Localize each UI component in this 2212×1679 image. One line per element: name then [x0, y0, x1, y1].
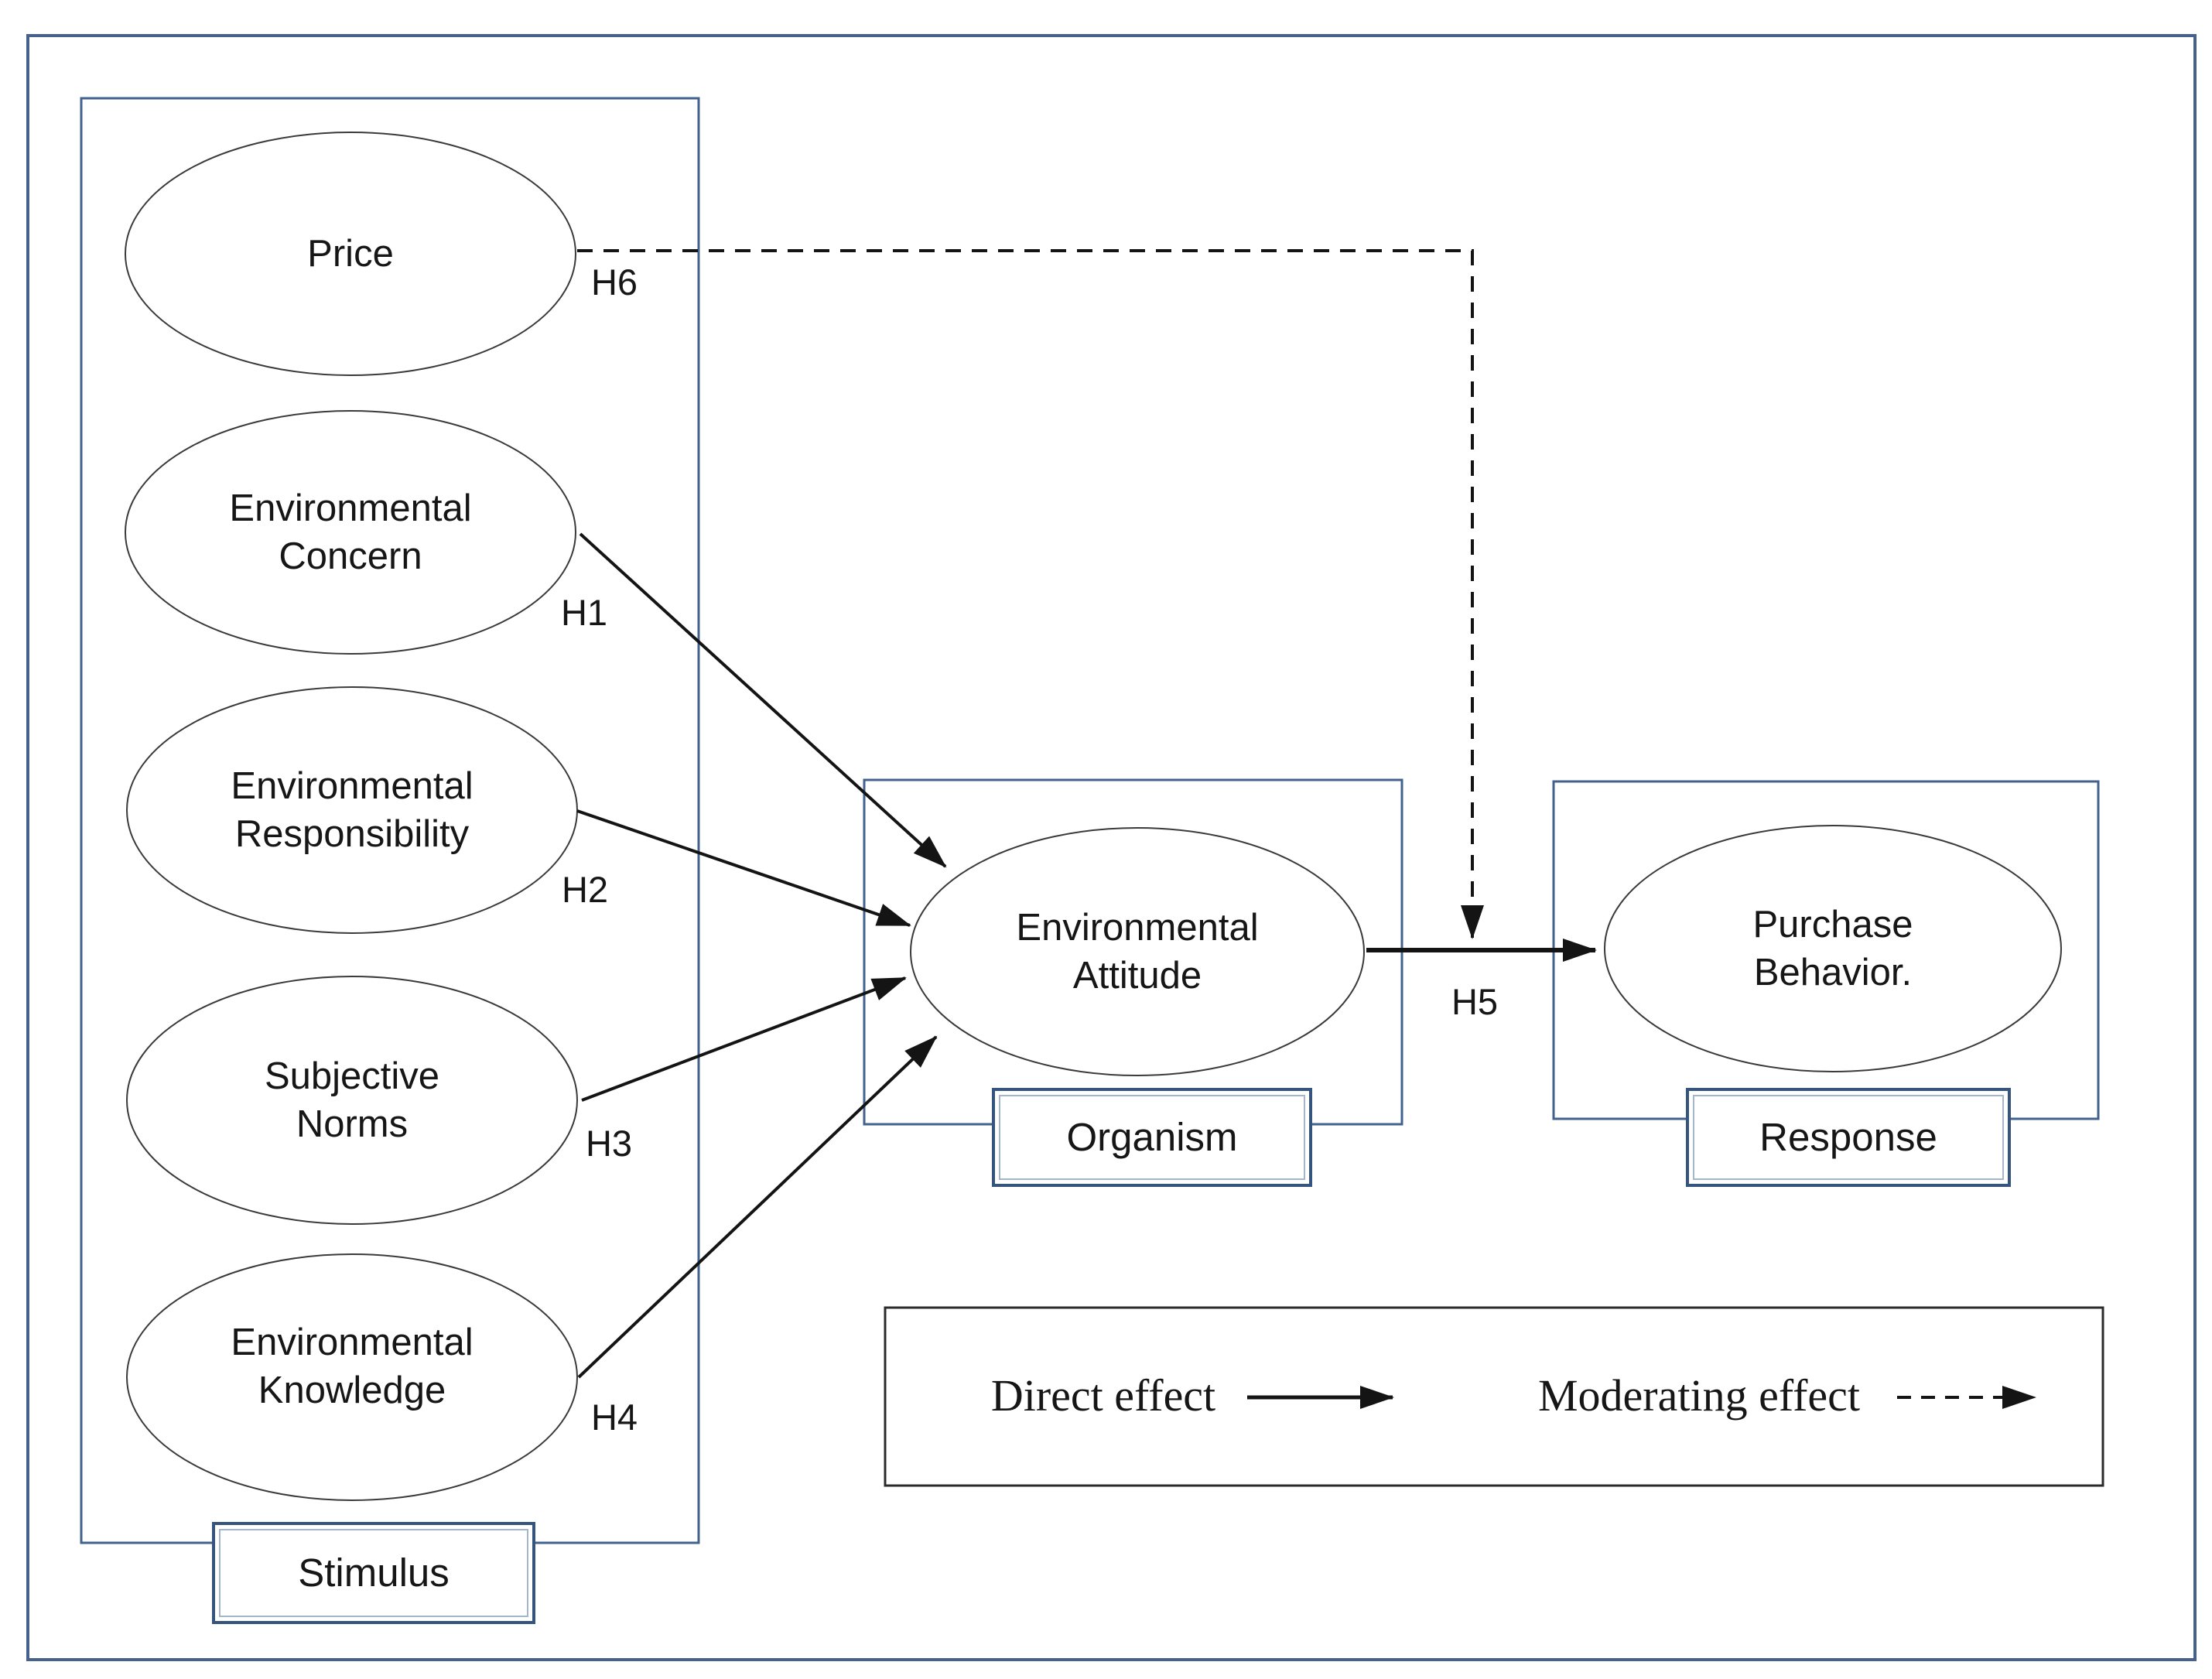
stimulus-label-box	[212, 1522, 535, 1624]
h1-label: H1	[560, 592, 608, 633]
h2-arrow	[576, 809, 911, 927]
organism-group-label: Organism	[1066, 1115, 1238, 1159]
price-ellipse	[125, 132, 576, 376]
stimulus-label-box-inner	[219, 1529, 528, 1617]
environmental-concern-ellipse	[125, 410, 576, 655]
organism-label-box-inner	[999, 1095, 1305, 1180]
figure-border	[26, 34, 2197, 1661]
response-label-box	[1686, 1088, 2011, 1187]
h6-moderating-arrow	[577, 249, 1484, 939]
environmental-concern-label: Environmental Concern	[229, 487, 472, 577]
stimulus-group-label: Stimulus	[298, 1551, 450, 1595]
h3-label: H3	[585, 1123, 633, 1164]
h3-arrow	[581, 976, 907, 1102]
h4-arrow	[577, 1035, 938, 1379]
environmental-knowledge-label: Environmental Knowledge	[231, 1322, 474, 1411]
environmental-attitude-ellipse	[910, 827, 1365, 1076]
subjective-norms-label: Subjective Norms	[264, 1055, 440, 1145]
legend-direct-label: Direct effect	[990, 1370, 1216, 1421]
subjective-norms-ellipse	[126, 976, 578, 1225]
h6-label: H6	[590, 262, 638, 303]
purchase-behavior-label: Purchase Behavior.	[1752, 904, 1913, 993]
h1-arrow	[579, 532, 947, 868]
environmental-attitude-label: Environmental Attitude	[1016, 907, 1259, 997]
response-label-box-inner	[1693, 1095, 2004, 1180]
purchase-behavior-ellipse	[1604, 825, 2062, 1072]
response-group-label: Response	[1759, 1115, 1937, 1159]
h4-label: H4	[590, 1397, 638, 1438]
h5-label: H5	[1451, 981, 1499, 1022]
organism-label-box	[992, 1088, 1312, 1187]
environmental-knowledge-ellipse	[126, 1253, 578, 1501]
legend-moderating-label: Moderating effect	[1537, 1370, 1861, 1421]
environmental-responsibility-ellipse	[126, 686, 578, 934]
environmental-responsibility-label: Environmental Responsibility	[231, 765, 474, 855]
h2-label: H2	[561, 869, 609, 910]
price-label: Price	[307, 233, 394, 275]
